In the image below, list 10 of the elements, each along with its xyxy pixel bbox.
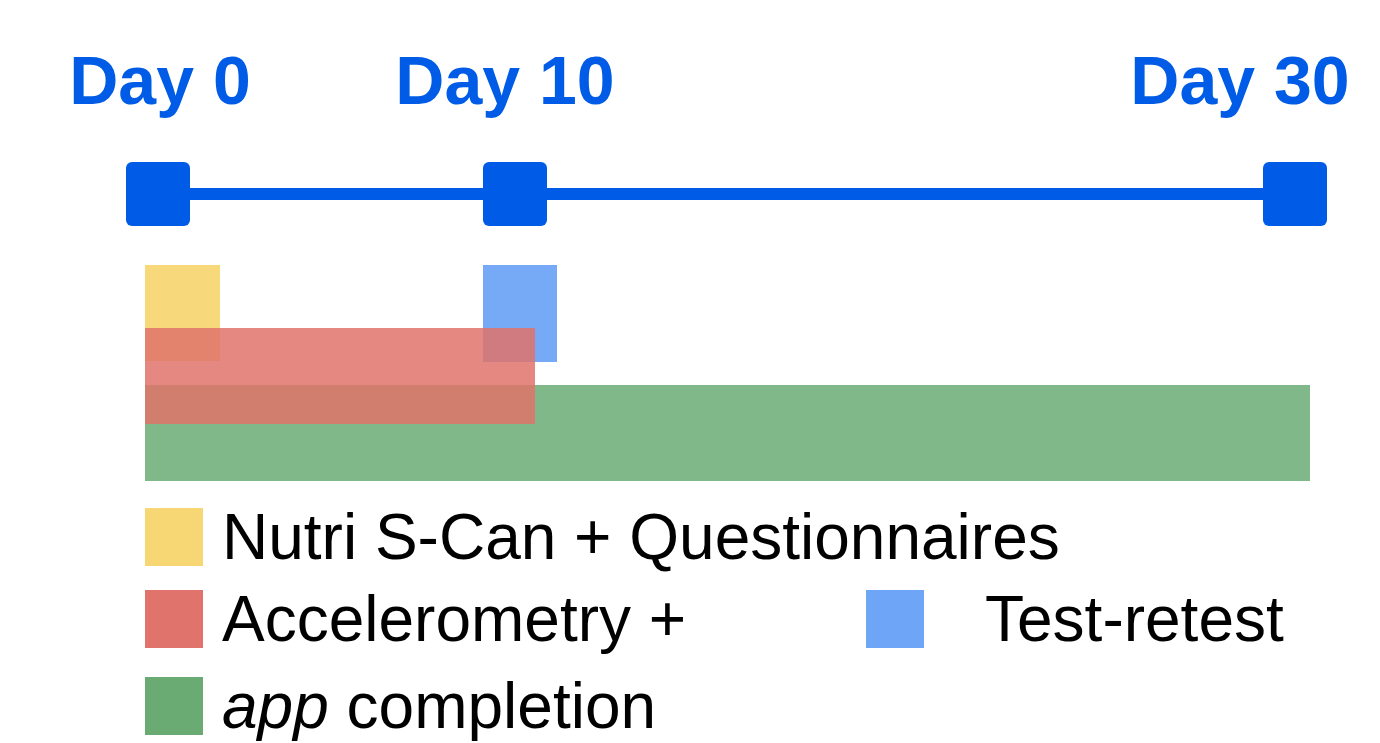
legend-label: Accelerometry + [222, 584, 687, 654]
legend-label: Test-retest [985, 584, 1284, 654]
legend-label: app completion [222, 671, 657, 741]
day-label: Day 10 [394, 41, 616, 120]
timeline-line [547, 188, 1263, 200]
legend-label: Nutri S-Can + Questionnaires [222, 502, 1060, 572]
activity-bar [145, 328, 535, 424]
timeline-line [190, 188, 483, 200]
day-label: Day 30 [1129, 41, 1351, 120]
day-label: Day 0 [68, 41, 252, 120]
